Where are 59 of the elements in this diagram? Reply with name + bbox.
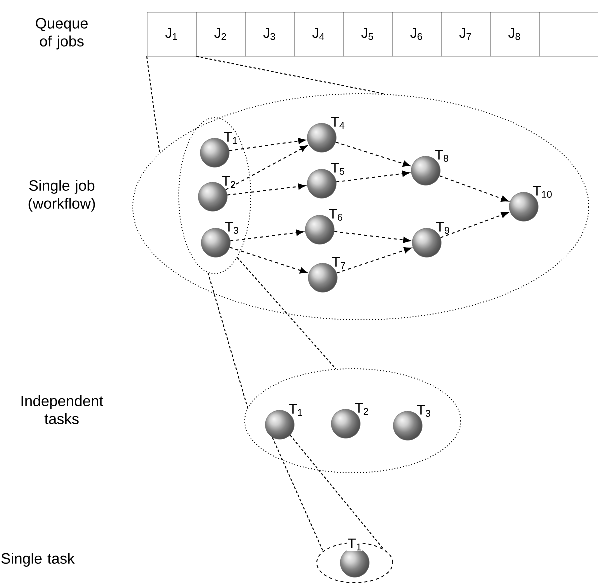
arrow	[229, 138, 306, 152]
zoom-line	[208, 272, 248, 409]
node-label: 1	[298, 409, 302, 416]
task-sphere: T$_{8}$	[411, 150, 448, 186]
arrow	[225, 145, 308, 190]
node-label: 8	[444, 155, 448, 162]
queue-cell: J$_{2}$	[196, 12, 246, 57]
node-label: 6	[338, 214, 342, 222]
arrow	[440, 212, 509, 238]
node-label: 9	[444, 227, 450, 234]
node-label: 3	[234, 227, 238, 234]
queue-cell: J$_{5}$	[343, 12, 393, 57]
arrow	[227, 184, 306, 196]
dotted-ellipse	[244, 368, 462, 474]
queue-cell: J$_{1}$	[147, 12, 197, 57]
task-sphere: T$_{1}$	[200, 132, 238, 168]
node-label: 10	[542, 191, 552, 198]
arrow	[230, 230, 304, 242]
queue-cell: J$_{4}$	[294, 12, 344, 57]
zoom-line	[272, 437, 324, 552]
zoom-line	[146, 56, 160, 154]
task-sphere: T$_{1}$	[340, 538, 370, 578]
arrow	[439, 176, 509, 202]
queue-cell: J$_{8}$	[490, 12, 540, 57]
arrow	[336, 170, 410, 183]
node-label: 3	[426, 410, 430, 418]
zoom-line	[290, 434, 384, 550]
node-label: 4	[340, 122, 345, 130]
arrow	[229, 247, 308, 274]
dotted-ellipse	[178, 118, 252, 274]
queue-cell: J$_{7}$	[441, 12, 491, 57]
dotted-ellipse	[132, 94, 590, 320]
task-sphere: T$_{2}$	[331, 403, 368, 439]
task-sphere: T$_{1}$	[265, 404, 302, 440]
task-sphere: T$_{3}$	[393, 405, 430, 441]
task-sphere: T$_{10}$	[509, 186, 552, 222]
zoom-line	[196, 56, 386, 95]
task-sphere: T$_{9}$	[412, 222, 450, 258]
row-label: Independent tasks	[22, 396, 104, 424]
task-sphere: T$_{3}$	[201, 222, 238, 258]
arrow	[334, 231, 411, 244]
arrow	[336, 247, 412, 274]
node-label: 2	[364, 408, 368, 416]
row-label: Queque of jobs	[36, 18, 88, 50]
queue-cell: J$_{6}$	[392, 12, 442, 57]
task-sphere: T$_{4}$	[307, 117, 345, 153]
node-label: 1	[233, 137, 238, 144]
empty-queue-cell	[539, 12, 598, 57]
node-label: 5	[340, 168, 345, 176]
task-sphere: T$_{7}$	[308, 257, 346, 293]
node-label: T	[348, 538, 356, 548]
task-sphere: T$_{6}$	[305, 209, 342, 245]
row-label: Single job (workflow)	[28, 180, 96, 212]
zoom-line	[236, 257, 337, 370]
node-label: 7	[340, 262, 346, 270]
queue-cell: J$_{3}$	[245, 12, 295, 57]
task-sphere: T$_{5}$	[307, 163, 344, 199]
row-label: Single task	[2, 553, 75, 567]
arrow	[336, 142, 411, 167]
